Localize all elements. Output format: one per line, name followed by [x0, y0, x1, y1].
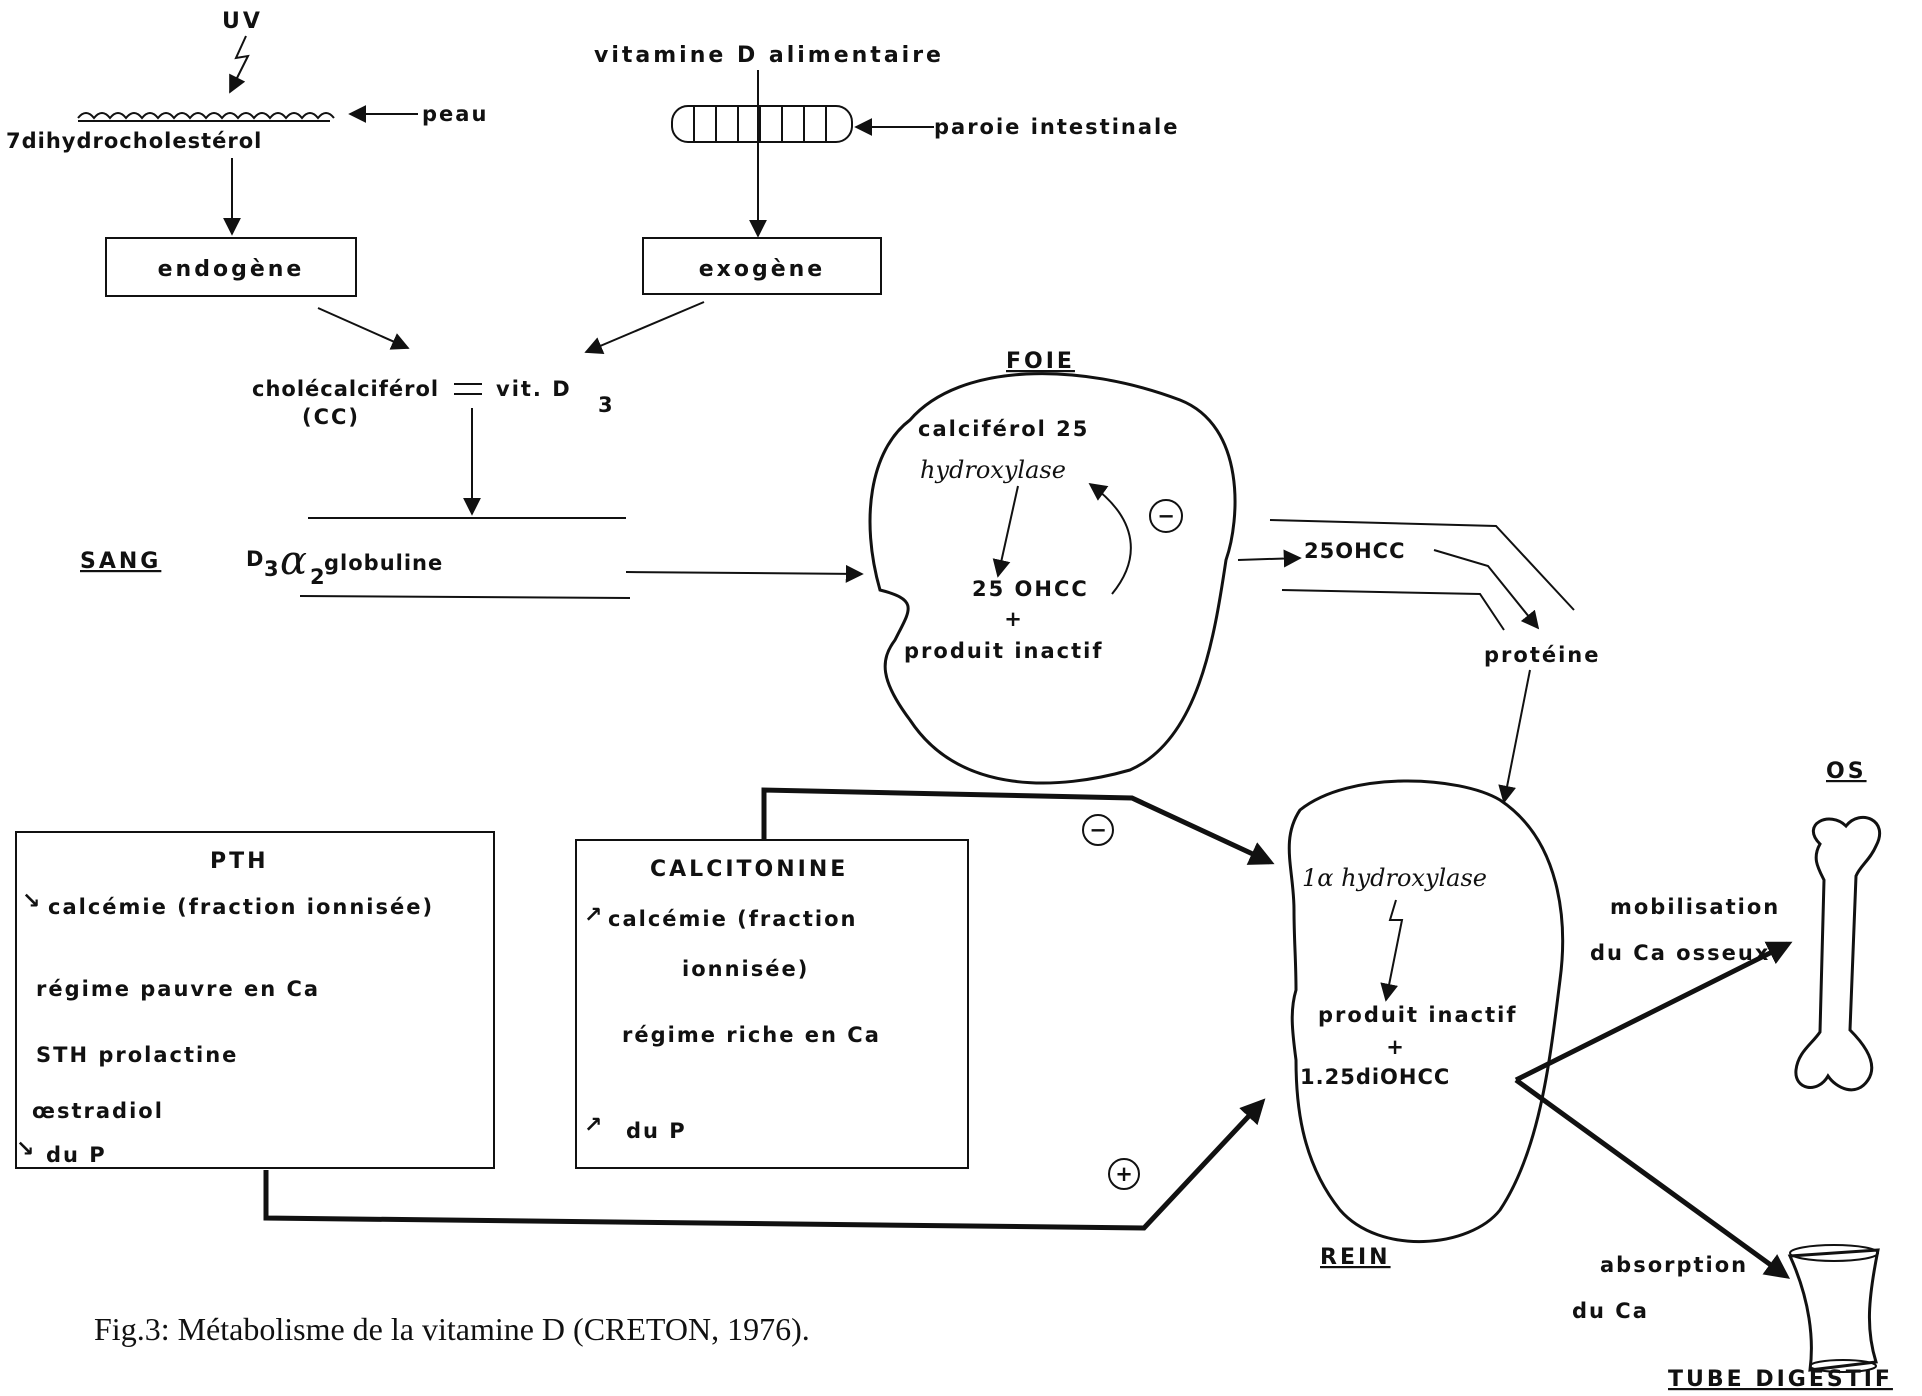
bone-mobilisation-line1: mobilisation [1610, 895, 1780, 919]
liver-title: FOIE [1006, 349, 1075, 374]
increase-arrow-icon: ↗ [584, 1113, 602, 1138]
bone-icon [1794, 815, 1882, 1092]
protein-label: protéine [1484, 643, 1601, 667]
kidney-title: REIN [1320, 1245, 1391, 1270]
dietary-vitamin-d-label: vitamine D alimentaire [594, 43, 944, 68]
liver-enzyme-line2: hydroxylase [920, 456, 1066, 484]
kidney-plus-sign: + [1386, 1035, 1406, 1059]
pth-item-phosphorus: du P [46, 1143, 107, 1167]
calcitonin-item-high-ca-diet: régime riche en Ca [622, 1023, 881, 1047]
inhibition-minus-icon [1082, 814, 1114, 846]
uv-label: UV [222, 9, 263, 34]
kidney-enzyme-label: 1α hydroxylase [1302, 864, 1487, 892]
pth-item-estradiol: œstradiol [32, 1099, 164, 1123]
increase-arrow-icon: ↗ [584, 903, 602, 928]
exogenous-label: exogène [699, 257, 825, 282]
intestinal-wall-icon [671, 105, 853, 143]
liver-outline [868, 372, 1237, 785]
figure-caption: Fig.3: Métabolisme de la vitamine D (CRE… [94, 1311, 810, 1347]
pth-item-calcemia: calcémie (fraction ionnisée) [48, 895, 434, 919]
alpha-symbol: α [280, 538, 307, 584]
skin-label: peau [422, 102, 488, 126]
d3-label: D [246, 547, 265, 571]
transport-vessel-inner [1281, 589, 1505, 631]
cc-abbreviation: (CC) [302, 405, 360, 429]
blood-vessel-bottom-wall [299, 595, 631, 599]
blood-label: SANG [80, 549, 161, 574]
intestinal-wall-label: paroie intestinale [934, 115, 1179, 139]
alpha-subscript: 2 [310, 565, 327, 589]
bone-mobilisation-line2: du Ca osseux [1590, 941, 1770, 965]
decrease-arrow-icon: ↘ [22, 889, 40, 914]
globulin-label: globuline [324, 551, 443, 575]
gut-absorption-line1: absorption [1600, 1253, 1748, 1277]
decrease-arrow-icon: ↘ [16, 1137, 34, 1162]
kidney-product-label: 1.25diOHCC [1300, 1065, 1450, 1089]
liver-inactive-product: produit inactif [904, 639, 1104, 663]
stimulation-plus-icon [1108, 1158, 1140, 1190]
liver-plus-sign: + [1004, 607, 1024, 631]
pth-stimulation-path [263, 1098, 1266, 1231]
uv-lightning-icon [229, 35, 250, 94]
dehydrocholesterol-label: 7dihydrocholestérol [6, 129, 262, 153]
calcitonin-inhibition-path [761, 787, 1275, 865]
kidney-outline [1287, 779, 1565, 1244]
skin-surface-icon [77, 112, 335, 120]
equals-sign-icon [454, 383, 482, 395]
ohcc-transport-label: 25OHCC [1304, 539, 1405, 563]
pth-title: PTH [210, 849, 269, 874]
pth-box [15, 831, 495, 1169]
gut-absorption-line2: du Ca [1572, 1299, 1649, 1323]
liver-feedback-inhibition-icon [1149, 499, 1183, 533]
kidney-inactive-product: produit inactif [1318, 1003, 1518, 1027]
liver-enzyme-line1: calciférol 25 [918, 417, 1089, 441]
pth-item-sth-prolactin: STH prolactine [36, 1043, 238, 1067]
gut-title: TUBE DIGESTIF [1668, 1367, 1893, 1392]
endogenous-box [105, 237, 357, 297]
d3-subscript: 3 [264, 557, 281, 581]
vitamin-d3-label: vit. D [496, 377, 572, 401]
liver-product-label: 25 OHCC [972, 577, 1089, 601]
calcitonin-item-phosphorus: du P [626, 1119, 687, 1143]
calcitonin-item-ionized: ionnisée) [682, 957, 809, 981]
calcitonin-title: CALCITONINE [650, 857, 848, 882]
bone-title: OS [1826, 759, 1867, 784]
endogenous-label: endogène [158, 257, 305, 282]
calcitonin-box [575, 839, 969, 1169]
liver-minus-sign: − [1157, 504, 1175, 528]
exogenous-box [642, 237, 882, 295]
transport-vessel-outer [1269, 519, 1575, 611]
calcitonin-minus-sign: − [1089, 818, 1107, 842]
vitamin-d3-subscript: 3 [598, 393, 615, 417]
cholecalciferol-label: cholécalciférol [252, 377, 439, 401]
calcitonin-item-calcemia: calcémie (fraction [608, 907, 857, 931]
pth-item-low-ca-diet: régime pauvre en Ca [36, 977, 320, 1001]
pth-plus-sign: + [1115, 1162, 1133, 1186]
digestive-tube-icon [1787, 1248, 1880, 1372]
